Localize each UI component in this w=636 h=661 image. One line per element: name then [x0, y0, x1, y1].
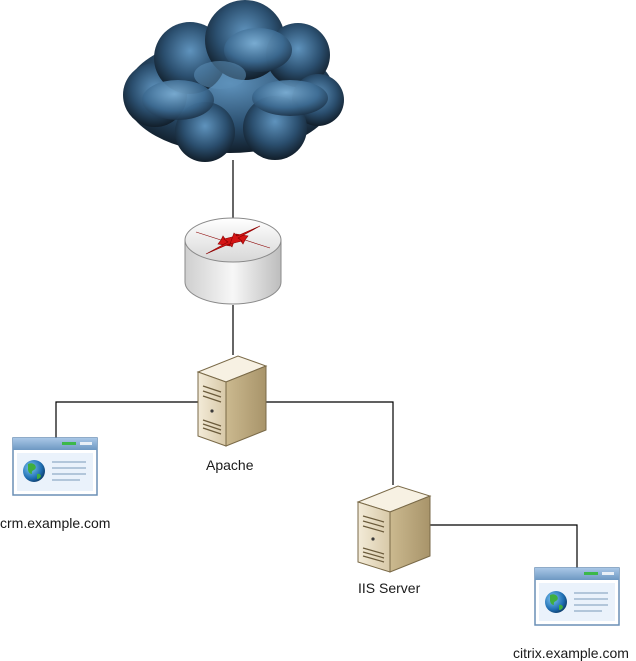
- citrix-site-label: citrix.example.com: [513, 645, 629, 661]
- link-apache-crm: [55, 401, 198, 438]
- link-iis-citrix: [430, 524, 578, 568]
- link-apache-iis: [266, 401, 394, 485]
- citrix-web-page-icon: [534, 567, 620, 626]
- apache-server-icon: [196, 355, 268, 447]
- crm-site-label: crm.example.com: [0, 515, 111, 531]
- connections: [55, 160, 578, 568]
- iis-server-label: IIS Server: [358, 580, 421, 596]
- cloud-icon: [123, 0, 344, 162]
- router-icon: [184, 217, 282, 305]
- crm-web-page-icon: [12, 437, 98, 496]
- apache-label: Apache: [206, 457, 254, 473]
- iis-server-icon: [356, 485, 432, 573]
